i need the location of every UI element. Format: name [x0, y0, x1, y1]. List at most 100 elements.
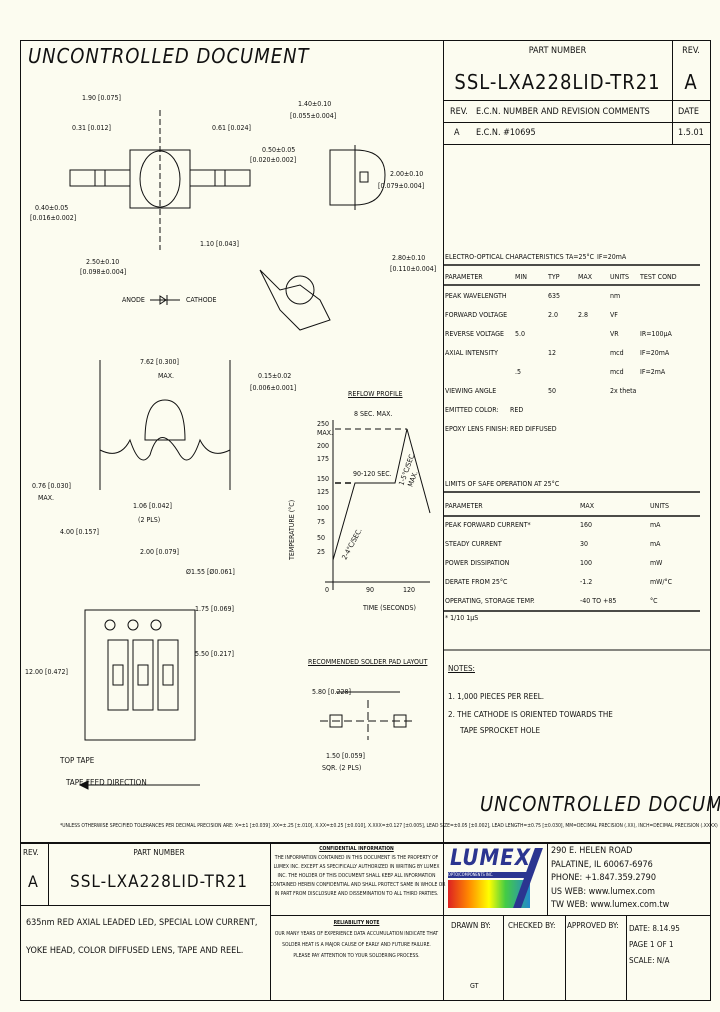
text-line: OUR MANY YEARS OF EXPERIENCE DATA ACCUMU… — [274, 931, 439, 937]
dim: [0.006±0.001] — [250, 384, 297, 392]
dim: MAX. — [38, 494, 55, 502]
drawn-by-label: DRAWN BY: — [451, 921, 491, 930]
text-line: INC. THE HOLDER OF THIS DOCUMENT SHALL K… — [277, 873, 436, 879]
table-title: ELECTRO-OPTICAL CHARACTERISTICS TA=25°C — [445, 253, 595, 261]
cell: RED DIFFUSED — [510, 425, 557, 433]
cell: mW/°C — [650, 578, 673, 586]
annotation: 90-120 SEC. — [353, 470, 392, 478]
logo-subtitle: OPTO/COMPONENTS INC. — [448, 872, 530, 878]
part-number: SSL-LXA228LID-TR21 — [454, 70, 661, 94]
dim: [0.020±0.002] — [250, 156, 297, 164]
dim: 0.31 [0.012] — [72, 124, 111, 132]
cell: AXIAL INTENSITY — [445, 349, 498, 357]
dim: 1.06 [0.042] — [133, 502, 172, 510]
divider — [443, 100, 711, 101]
divider — [270, 915, 443, 916]
cell: VR — [610, 330, 619, 338]
uncontrolled-stamp-top: UNCONTROLLED DOCUMENT — [28, 44, 310, 68]
y-tick: 75 — [317, 518, 326, 526]
dim: 2.00 [0.079] — [140, 548, 179, 556]
x-tick: 90 — [366, 586, 375, 594]
carrier-tape — [84, 609, 196, 741]
header-cell: E.C.N. NUMBER AND REVISION COMMENTS — [476, 107, 650, 117]
part-number-label: PART NUMBER — [133, 848, 185, 857]
divider — [443, 122, 711, 123]
cell: mcd — [610, 368, 624, 376]
cell: 2.8 — [578, 311, 589, 319]
cell: mcd — [610, 349, 624, 357]
header-cell: MAX — [580, 502, 595, 510]
text-line: CONTAINED HEREIN CONFIDENTIAL AND SHALL … — [270, 882, 446, 888]
cell: IF=2mA — [640, 368, 666, 376]
note: 1. 1,000 PIECES PER REEL. — [448, 692, 545, 701]
date: DATE: 8.14.95 — [629, 924, 680, 933]
drawing-frame — [20, 40, 711, 1001]
divider — [443, 40, 444, 843]
dim: 0.15±0.02 — [258, 372, 292, 380]
cell: 5.0 — [515, 330, 526, 338]
chart-ylabel: TEMPERATURE (°C) — [288, 499, 296, 560]
chart-title: REFLOW PROFILE — [348, 390, 403, 398]
part-number-label: PART NUMBER — [528, 46, 587, 56]
tape-feed-label: TAPE FEED DIRECTION — [66, 778, 147, 787]
x-tick: 0 — [325, 586, 330, 594]
dim: 0.76 [0.030] — [32, 482, 71, 490]
description-line: 635nm RED AXIAL LEADED LED, SPECIAL LOW … — [26, 918, 258, 928]
logo-text: LUMEX — [450, 846, 531, 871]
divider — [443, 843, 444, 1001]
divider — [20, 842, 711, 844]
confidential-notice: CONFIDENTIAL INFORMATION THE INFORMATION… — [270, 845, 446, 899]
rev-value: A — [28, 872, 38, 891]
dim: 1.75 [0.069] — [195, 605, 234, 613]
dim: 2.50±0.10 — [86, 258, 120, 266]
dim: (2 PLS) — [138, 516, 161, 524]
cell: EMITTED COLOR: — [445, 406, 499, 414]
header-cell: REV. — [450, 107, 468, 117]
drawn-by-value: GT — [470, 982, 479, 990]
top-tape-label: TOP TAPE — [60, 756, 95, 765]
y-tick: 150 — [317, 475, 330, 483]
y-tick: 250 — [317, 420, 330, 428]
divider — [48, 843, 49, 905]
dim: SQR. (2 PLS) — [322, 764, 362, 772]
cell: 30 — [580, 540, 589, 548]
divider — [565, 915, 566, 1001]
cell: DERATE FROM 25°C — [445, 578, 508, 586]
text-line: IN PART FROM DISCLOSURE AND DISSEMINATIO… — [274, 891, 439, 897]
y-tick: MAX. — [317, 429, 334, 437]
cell: 635 — [548, 292, 561, 300]
cell: .5 — [515, 368, 522, 376]
reliability-title: RELIABILITY NOTE — [333, 920, 380, 926]
cell: mA — [650, 521, 661, 529]
cell: OPERATING, STORAGE TEMP. — [445, 597, 535, 605]
rev-label: REV. — [23, 848, 39, 857]
cell: VF — [610, 311, 618, 319]
y-tick: 125 — [317, 488, 330, 496]
cell: 50 — [548, 387, 557, 395]
approved-by-label: APPROVED BY: — [567, 921, 619, 930]
rev-value: A — [684, 70, 698, 94]
dim: [0.016±0.002] — [30, 214, 77, 222]
y-tick: 25 — [317, 548, 326, 556]
reliability-note: RELIABILITY NOTE OUR MANY YEARS OF EXPER… — [270, 918, 443, 962]
header-cell: TEST COND — [640, 273, 677, 281]
cell: IR=100µA — [640, 330, 672, 338]
divider — [626, 915, 627, 1001]
cell: POWER DISSIPATION — [445, 559, 510, 567]
dim: 0.61 [0.024] — [212, 124, 251, 132]
header-cell: UNITS — [610, 273, 630, 281]
divider — [20, 905, 270, 906]
phone: PHONE: +1.847.359.2790 — [551, 873, 656, 883]
y-tick: 100 — [317, 504, 330, 512]
solder-pad-title: RECOMMENDED SOLDER PAD LAYOUT — [308, 658, 428, 666]
header-cell: PARAMETER — [445, 502, 483, 510]
dim: [0.079±0.004] — [378, 182, 425, 190]
part-number: SSL-LXA228LID-TR21 — [70, 872, 248, 892]
dim: 12.00 [0.472] — [25, 668, 68, 676]
cell: 12 — [548, 349, 557, 357]
cell: STEADY CURRENT — [445, 540, 502, 548]
chart-xlabel: TIME (SECONDS) — [363, 604, 416, 612]
table-title: LIMITS OF SAFE OPERATION AT 25°C — [445, 480, 560, 488]
dim: Ø1.55 [Ø0.061] — [186, 568, 235, 576]
